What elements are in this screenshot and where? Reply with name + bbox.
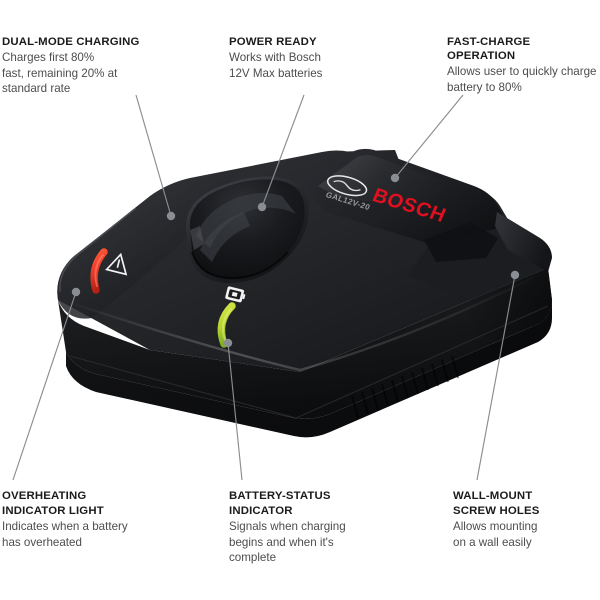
charger-base-strip xyxy=(66,300,552,438)
callout-body-line-3: complete xyxy=(229,551,277,564)
leader-dot-wall-mount xyxy=(510,270,520,280)
callout-body-line-2: 12V Max batteries xyxy=(229,66,323,80)
warning-triangle-icon xyxy=(105,252,128,276)
callout-body-line-1: Allows user to quickly charge xyxy=(447,65,597,79)
callout-body-line-2: begins and when it's xyxy=(229,535,334,549)
charger-parting-line xyxy=(69,305,549,419)
callout-body-line-2: on a wall easily xyxy=(453,535,532,549)
charger-deck-notch xyxy=(424,222,498,262)
bosch-emblem-icon xyxy=(326,175,368,197)
charger-vent-ribs xyxy=(351,355,459,419)
logo-deck-highlight xyxy=(318,154,462,208)
callout-body-line-1: Charges first 80% xyxy=(2,51,95,65)
callout-title: FAST-CHARGE OPERATION xyxy=(447,36,531,63)
overheating-indicator-gloss xyxy=(94,254,104,287)
charger-body: BOSCH GAL12V-20 xyxy=(57,148,552,438)
leader-line-fast-charge xyxy=(394,94,464,179)
callout-battery-status-indicator: BATTERY-STATUS INDICATOR Signals when ch… xyxy=(229,489,397,565)
callout-body-line-2: fast, remaining 20% at xyxy=(2,66,118,80)
battery-slot-shadow xyxy=(190,251,289,280)
callout-title-line-2: SCREW HOLES xyxy=(453,505,540,518)
charger-left-edge-highlight xyxy=(59,207,137,293)
leader-line-power-ready xyxy=(261,94,305,208)
callout-power-ready: POWER READY Works with Bosch 12V Max bat… xyxy=(229,35,397,81)
callout-body-line-2: has overheated xyxy=(2,535,82,549)
leader-dot-overheating xyxy=(71,287,81,297)
battery-icon xyxy=(225,286,246,303)
leader-lines xyxy=(12,94,520,481)
callout-title-line-1: WALL-MOUNT xyxy=(453,490,533,502)
callout-body-line-1: Indicates when a battery xyxy=(2,520,128,534)
callout-title-line-1: OVERHEATING xyxy=(2,490,87,502)
battery-status-indicator-light xyxy=(217,302,236,348)
callout-body-line-2: battery to 80% xyxy=(447,80,522,94)
charger-front-crease-highlight xyxy=(61,268,549,372)
leader-dot-dual-mode xyxy=(166,211,176,221)
battery-slot-inner-detail xyxy=(190,192,296,262)
leader-dot-battery-status xyxy=(223,338,233,348)
charger-front-face xyxy=(58,268,552,419)
leader-dot-power-ready xyxy=(257,202,267,212)
callout-dual-mode-charging: DUAL-MODE CHARGING Charges first 80% fas… xyxy=(2,35,170,96)
callout-title: DUAL-MODE CHARGING xyxy=(2,36,140,48)
leader-line-overheating xyxy=(12,291,77,481)
callout-body-line-1: Works with Bosch xyxy=(229,51,321,65)
leader-line-battery-status xyxy=(227,342,243,481)
callout-title-line-2: INDICATOR LIGHT xyxy=(2,505,104,518)
leader-line-wall-mount xyxy=(476,274,516,481)
callout-fast-charge-operation: FAST-CHARGE OPERATION Allows user to qui… xyxy=(447,35,599,95)
leader-line-dual-mode xyxy=(135,94,172,217)
callout-overheating-indicator-light: OVERHEATING INDICATOR LIGHT Indicates wh… xyxy=(2,489,170,550)
callout-body-line-1: Allows mounting xyxy=(453,520,538,534)
callout-title-line-1: BATTERY-STATUS xyxy=(229,490,331,502)
bosch-emblem-armature xyxy=(333,180,361,192)
battery-status-indicator-gloss xyxy=(222,308,232,341)
callout-title-line-2: INDICATOR xyxy=(229,505,293,518)
charger-right-endcap xyxy=(495,212,552,272)
callout-wall-mount-screw-holes: WALL-MOUNT SCREW HOLES Allows mounting o… xyxy=(453,489,593,550)
leader-dot-fast-charge xyxy=(390,173,400,183)
callout-title: POWER READY xyxy=(229,36,317,48)
callout-body-line-1: Signals when charging xyxy=(229,520,346,534)
callout-body-line-3: standard rate xyxy=(2,81,71,95)
